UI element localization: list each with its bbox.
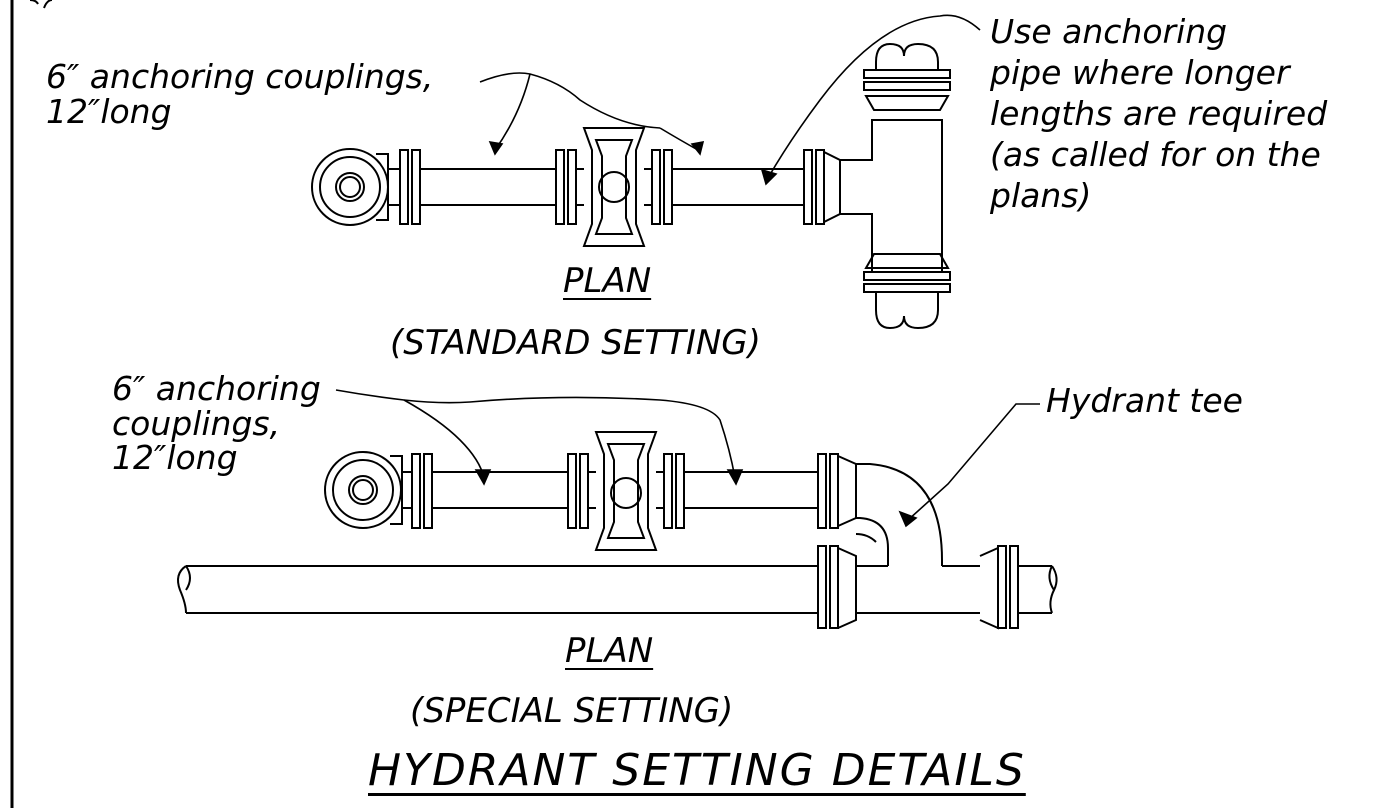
hydrant-tee-bottom [856,464,942,566]
couplings-top-line-1: 6″ anchoring couplings, [46,57,434,96]
main-title: HYDRANT SETTING DETAILS [368,745,1026,796]
anchoring-pipe-line-4: (as called for on the [990,134,1321,174]
standard-plan-title: PLAN [563,261,652,301]
special-plan-title: PLAN [565,631,654,671]
flange-pair-bottom-4 [818,454,856,528]
couplings-bottom-label: 6″ anchoring couplings, 12″long [112,369,321,478]
flange-pair-top-4 [804,150,840,224]
standard-plan-subtitle: (STANDARD SETTING) [390,323,761,363]
special-setting-plan [178,432,1057,628]
standard-setting-plan [312,44,950,328]
hydrant-end-bottom [325,452,402,528]
couplings-top-line-2: 12″long [46,91,172,131]
couplings-bottom-line-2: couplings, [112,403,281,443]
leaders-top [480,15,980,184]
gate-valve-bottom [588,432,664,550]
special-plan-subtitle: (SPECIAL SETTING) [410,691,734,731]
partial-letter-fragment [30,0,52,8]
tee-top [840,44,950,328]
anchoring-pipe-label: Use anchoring pipe where longer lengths … [990,12,1327,217]
gate-valve-top [576,128,652,246]
leaders-bottom [336,390,1040,526]
hydrant-end-top [312,149,388,225]
anchoring-pipe-line-1: Use anchoring [990,12,1228,51]
couplings-bottom-line-1: 6″ anchoring [112,369,321,408]
flange-pair-top-1 [400,150,420,224]
hydrant-tee-label: Hydrant tee [1046,381,1243,420]
flange-pair-bottom-2 [568,454,588,528]
anchoring-pipe-line-3: lengths are required [990,93,1328,133]
flange-pair-top-2 [556,150,576,224]
couplings-bottom-line-3: 12″long [112,438,238,478]
couplings-top-label: 6″ anchoring couplings, 12″long [46,57,434,131]
flange-pair-bottom-3 [664,454,684,528]
flange-pair-top-3 [652,150,672,224]
anchoring-pipe-line-2: pipe where longer [990,52,1290,92]
anchoring-pipe-line-5: plans) [990,175,1092,215]
flange-pair-bottom-1 [412,454,432,528]
main-pipe-bottom [178,546,1057,628]
